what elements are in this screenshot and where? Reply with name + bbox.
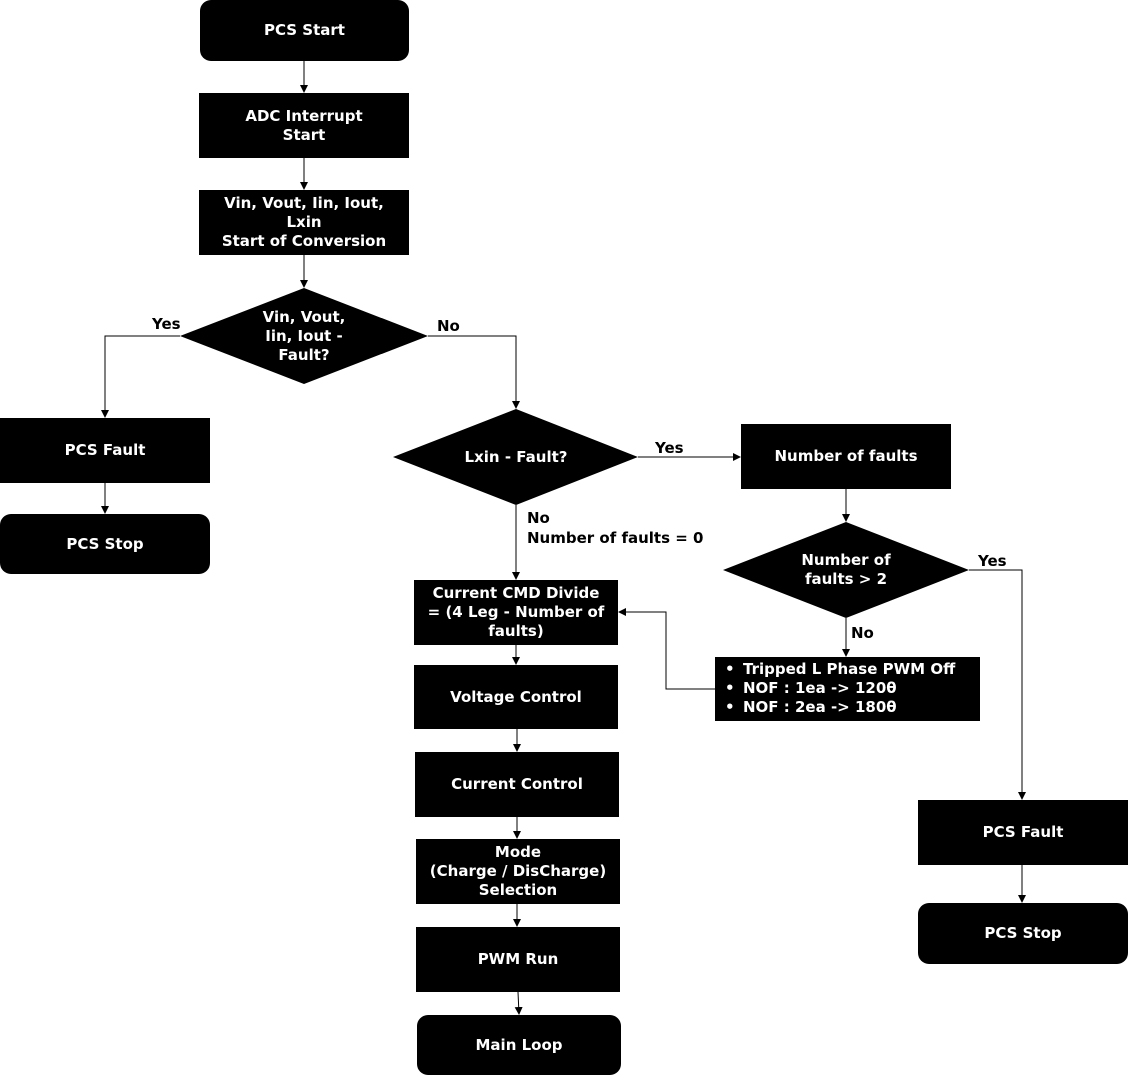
current-cmd-divide-box: Current CMD Divide = (4 Leg - Number of … [414,580,618,645]
bullet-marker: • [725,679,735,697]
fault-check-line-1: Vin, Vout, [262,307,346,326]
pcs-start-label: PCS Start [264,21,345,39]
mode-selection-line-3: Selection [478,881,558,899]
lxin-no-sub-label: Number of faults = 0 [527,529,704,547]
conversion-box: Vin, Vout, Iin, Iout, Lxin Start of Conv… [199,190,409,255]
pcs-stop-left-terminal: PCS Stop [0,514,210,574]
bullet-marker: • [725,698,735,716]
fault-check-diamond [180,288,428,384]
arrow-pwm-to-main [514,991,523,1015]
arrow-gt2-yes [969,569,1026,800]
current-cmd-line-2: = (4 Leg - Number of [427,603,605,621]
current-control-box: Current Control [415,752,619,817]
adc-interrupt-line-1: ADC Interrupt [245,106,363,125]
pcs-fault-right-label: PCS Fault [982,823,1064,841]
voltage-control-box: Voltage Control [414,665,618,729]
tripped-phase-box: • Tripped L Phase PWM Off • NOF : 1ea -> 1… [715,657,980,721]
number-of-faults-box: Number of faults [741,424,951,489]
conversion-line-1: Vin, Vout, Iin, Iout, [224,194,384,212]
pcs-stop-right-label: PCS Stop [984,924,1062,942]
nof-2ea-item: • NOF : 2ea -> 180θ [725,698,980,717]
current-cmd-line-1: Current CMD Divide [432,584,600,602]
tripped-phase-text: Tripped L Phase PWM Off [743,660,956,678]
pcs-fault-left-box: PCS Fault [0,418,210,483]
main-loop-label: Main Loop [475,1035,563,1054]
gt2-no-label: No [851,624,874,642]
faults-gt-2-label: Number of faults > 2 [786,550,906,590]
main-loop-terminal: Main Loop [417,1015,621,1075]
arrow-fault-yes [101,335,180,418]
arrow-fault-no [428,335,520,409]
conversion-line-2: Lxin [286,213,322,231]
adc-interrupt-line-2: Start [282,125,326,144]
mode-selection-line-1: Mode [494,843,542,861]
current-cmd-line-3: faults) [488,622,544,640]
current-control-label: Current Control [451,775,583,793]
lxin-fault-diamond [393,409,638,505]
tripped-phase-item: • Tripped L Phase PWM Off [725,660,980,679]
lxin-fault-label: Lxin - Fault? [440,447,592,467]
pcs-start-terminal: PCS Start [200,0,409,61]
faults-gt-2-line-2: faults > 2 [804,570,888,588]
voltage-control-label: Voltage Control [450,687,582,706]
lxin-no-label: No [527,509,550,527]
gt2-yes-label: Yes [978,552,1007,570]
fault-yes-label: Yes [152,315,181,333]
arrow-tripped-to-cmd [618,608,715,690]
number-of-faults-label: Number of faults [774,447,918,465]
nof-1ea-item: • NOF : 1ea -> 120θ [725,679,980,698]
fault-check-line-2: Iin, Iout - [265,326,343,345]
conversion-line-3: Start of Conversion [221,232,387,250]
adc-interrupt-box: ADC Interrupt Start [199,93,409,158]
lxin-yes-label: Yes [655,439,684,457]
faults-gt-2-line-1: Number of [801,551,891,569]
fault-no-label: No [437,317,460,335]
pcs-stop-left-label: PCS Stop [66,534,144,553]
mode-selection-box: Mode (Charge / DisCharge) Selection [416,839,620,904]
fault-check-label: Vin, Vout, Iin, Iout - Fault? [240,306,368,366]
lxin-fault-text: Lxin - Fault? [464,447,568,466]
bullet-marker: • [725,660,735,678]
mode-selection-line-2: (Charge / DisCharge) [429,862,607,880]
pcs-fault-left-label: PCS Fault [64,441,146,459]
pwm-run-label: PWM Run [477,950,559,968]
faults-gt-2-diamond [723,522,969,618]
nof-2ea-text: NOF : 2ea -> 180θ [743,698,897,716]
fault-check-line-3: Fault? [278,345,330,364]
pcs-fault-right-box: PCS Fault [918,800,1128,865]
pcs-stop-right-terminal: PCS Stop [918,903,1128,964]
nof-1ea-text: NOF : 1ea -> 120θ [743,679,897,697]
pwm-run-box: PWM Run [416,927,620,992]
